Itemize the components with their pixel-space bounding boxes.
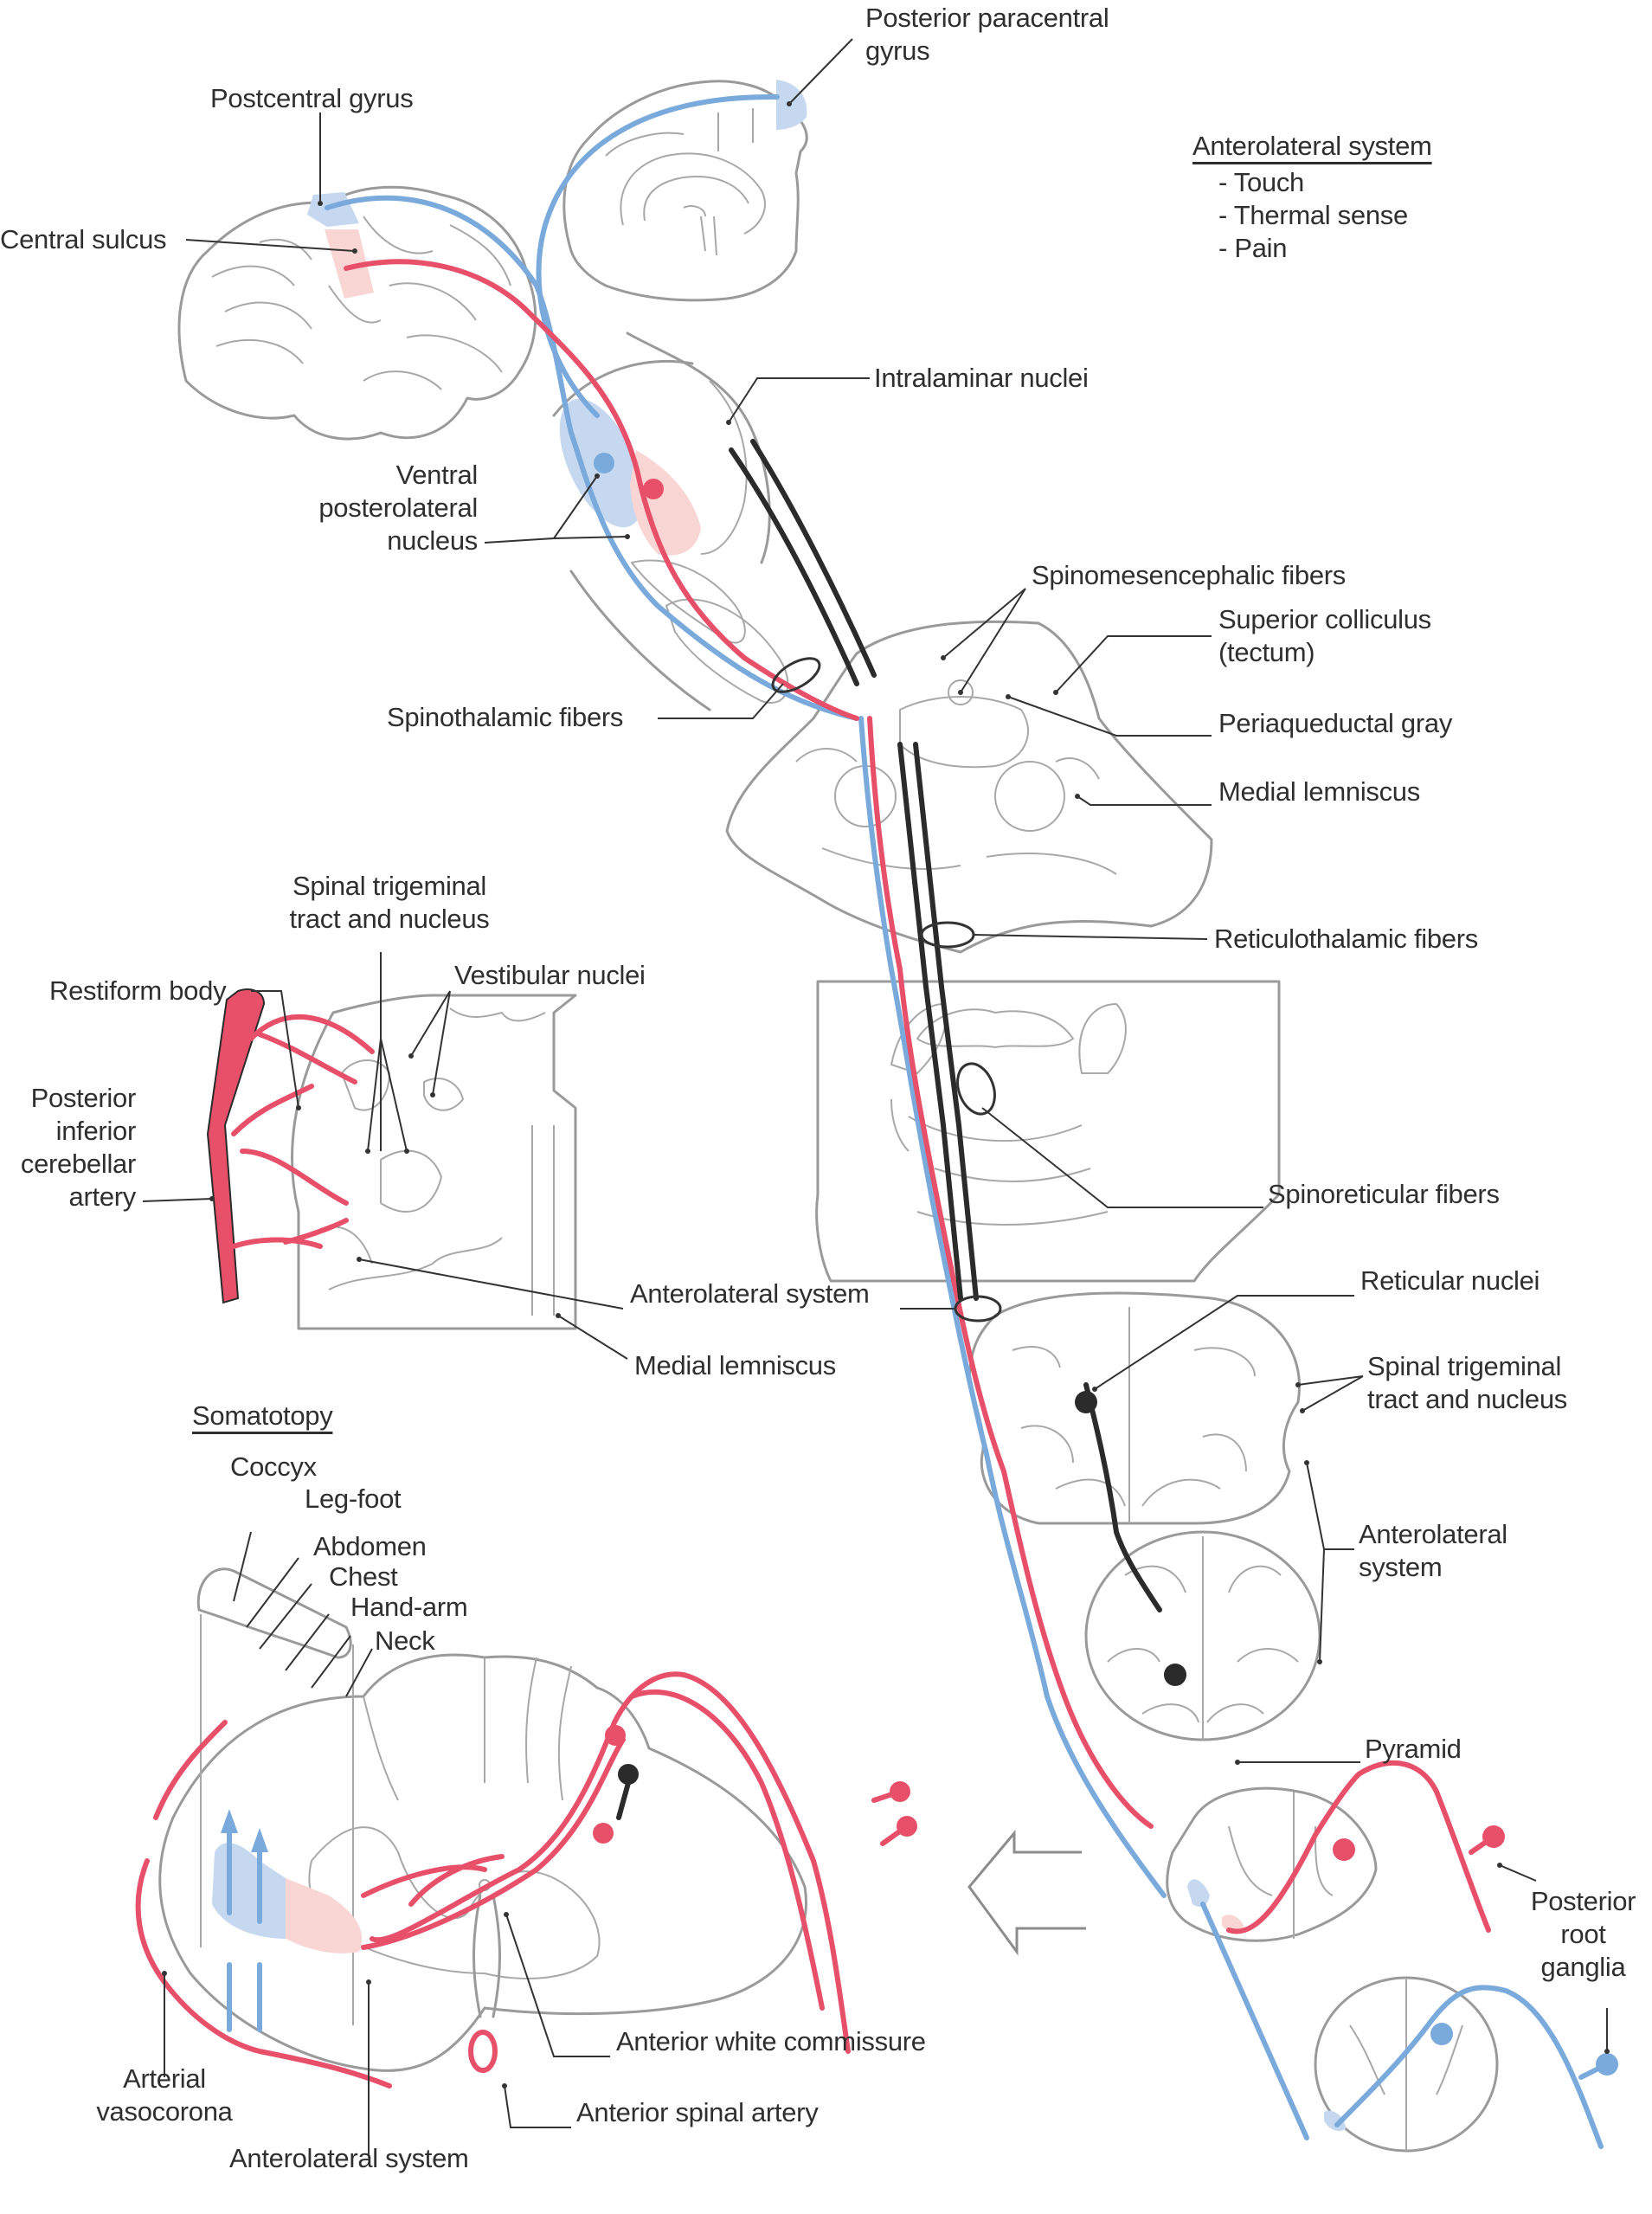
midbrain-section <box>725 620 1213 954</box>
label-line: Anterolateral <box>1359 1519 1507 1549</box>
label-line: Posterior <box>1530 1886 1636 1916</box>
lateral-brain-illustration <box>177 185 537 441</box>
label-spinal-trigeminal-left: Spinal trigeminal tract and nucleus <box>260 870 519 936</box>
label-pyramid: Pyramid <box>1365 1734 1462 1764</box>
label-medial-lemniscus-medulla: Medial lemniscus <box>634 1350 836 1381</box>
label-line: Posterior paracentral <box>865 3 1109 33</box>
label-medial-lemniscus-midbrain: Medial lemniscus <box>1218 776 1420 807</box>
somatotopy-chest: Chest <box>329 1561 398 1592</box>
pica-artery-trunk <box>206 988 266 1304</box>
legend-item: - Pain <box>1218 233 1288 263</box>
label-anterior-white-commissure: Anterior white commissure <box>616 2026 926 2056</box>
somatotopy-abdomen: Abdomen <box>313 1531 427 1561</box>
label-line: inferior <box>55 1116 137 1146</box>
pons-section <box>815 980 1281 1283</box>
legend-item: - Thermal sense <box>1218 200 1408 230</box>
somatotopy-leg-foot: Leg-foot <box>305 1484 402 1514</box>
cord-touch-region-lower <box>1324 2110 1346 2131</box>
medial-brain-illustration <box>562 80 808 302</box>
cord-touch-region-main <box>212 1843 286 1939</box>
legend: Anterolateral system - Touch - Thermal s… <box>1192 130 1432 265</box>
label-line: root <box>1560 1919 1606 1949</box>
label-posterior-inferior-cerebellar-artery: Posterior inferior cerebellar artery <box>0 1082 136 1213</box>
leader-lines <box>142 38 1610 2155</box>
label-spinothalamic-fibers: Spinothalamic fibers <box>387 702 624 732</box>
anterior-spinal-artery-vessel <box>468 2030 498 2073</box>
label-spinomesencephalic-fibers: Spinomesencephalic fibers <box>1032 560 1346 590</box>
label-line: ganglia <box>1540 1952 1626 1982</box>
label-restiform-body: Restiform body <box>49 975 227 1006</box>
label-reticulothalamic-fibers: Reticulothalamic fibers <box>1214 924 1478 954</box>
label-posterior-paracentral-gyrus: Posterior paracentral gyrus <box>865 2 1109 68</box>
vpl-pain-region <box>630 450 701 556</box>
caudal-medulla-section <box>1084 1530 1321 1741</box>
label-central-sulcus: Central sulcus <box>0 224 167 254</box>
label-spinoreticular-fibers: Spinoreticular fibers <box>1268 1179 1500 1209</box>
label-line: tract and nucleus <box>1367 1384 1567 1414</box>
label-line: vasocorona <box>96 2096 233 2127</box>
label-line: nucleus <box>387 525 478 556</box>
reticular-neuron-lower <box>1164 1664 1186 1686</box>
label-line: system <box>1359 1552 1443 1582</box>
label-line: Spinal trigeminal <box>292 871 487 901</box>
cord-touch-region-upper <box>1187 1879 1210 1907</box>
label-anterior-spinal-artery: Anterior spinal artery <box>576 2097 819 2127</box>
cervical-spinal-cord-section <box>1166 1786 1378 1942</box>
medulla-pica-section <box>206 988 577 1330</box>
label-line: posterolateral <box>318 492 478 523</box>
label-reticular-nuclei: Reticular nuclei <box>1360 1265 1540 1296</box>
rostral-medulla-section <box>967 1291 1301 1525</box>
somatotopy-heading: Somatotopy <box>192 1400 333 1431</box>
label-posterior-root-ganglia: Posterior root ganglia <box>1514 1885 1652 1984</box>
somatotopy-hand-arm: Hand-arm <box>350 1592 468 1622</box>
touch-pathway <box>221 93 1618 2149</box>
label-arterial-vasocorona: Arterial vasocorona <box>87 2063 242 2128</box>
thalamus-illustration <box>552 331 789 711</box>
direction-arrow-icon <box>967 1829 1086 1956</box>
cord-pain-region-main <box>286 1878 363 1953</box>
reticular-neuron-upper <box>1075 1391 1097 1413</box>
reticular-pathway <box>616 439 1186 1820</box>
label-line: tract and nucleus <box>289 904 490 934</box>
lumbar-spinal-cord-section <box>1314 1976 1499 2153</box>
label-line: Superior colliculus <box>1218 604 1431 634</box>
label-line: cerebellar <box>20 1149 136 1179</box>
somatotopy-coccyx: Coccyx <box>230 1451 317 1482</box>
somatotopy-neck: Neck <box>375 1625 435 1656</box>
postcentral-gyrus-region <box>307 192 359 227</box>
label-anterolateral-system-cord: Anterolateral system <box>229 2143 469 2173</box>
spinal-cord-cross-section <box>158 1567 807 2072</box>
cord-dorsal-horn-neuron <box>605 1725 626 1746</box>
label-line: gyrus <box>865 35 930 66</box>
cord-interneuron <box>618 1764 639 1785</box>
label-superior-colliculus: Superior colliculus (tectum) <box>1218 603 1431 669</box>
label-ventral-posterolateral-nucleus: Ventral posterolateral nucleus <box>260 459 478 557</box>
vpl-touch-neuron <box>594 453 614 473</box>
label-postcentral-gyrus: Postcentral gyrus <box>210 83 414 113</box>
label-line: artery <box>68 1181 137 1212</box>
legend-item: - Touch <box>1218 167 1304 197</box>
cord-touch-neuron <box>1430 2023 1453 2045</box>
vpl-pain-neuron <box>643 479 664 499</box>
cord-pain-neuron <box>1333 1838 1355 1861</box>
label-line: Posterior <box>30 1083 137 1113</box>
label-anterolateral-system-medulla: Anterolateral system <box>630 1278 870 1309</box>
legend-heading: Anterolateral system <box>1192 131 1432 161</box>
label-spinal-trigeminal-right: Spinal trigeminal tract and nucleus <box>1367 1350 1567 1416</box>
label-line: Ventral <box>395 460 479 490</box>
pain-thermal-pathway <box>135 259 1505 2088</box>
label-vestibular-nuclei: Vestibular nuclei <box>454 960 646 990</box>
label-periaqueductal-gray: Periaqueductal gray <box>1218 708 1453 738</box>
label-line: (tectum) <box>1218 637 1315 667</box>
label-line: Arterial <box>123 2063 206 2094</box>
label-line: Spinal trigeminal <box>1367 1351 1562 1381</box>
central-sulcus-region <box>325 229 374 299</box>
label-intralaminar-nuclei: Intralaminar nuclei <box>874 363 1089 393</box>
cord-second-order-neuron <box>593 1823 614 1844</box>
label-anterolateral-system-right: Anterolateral system <box>1359 1518 1507 1584</box>
